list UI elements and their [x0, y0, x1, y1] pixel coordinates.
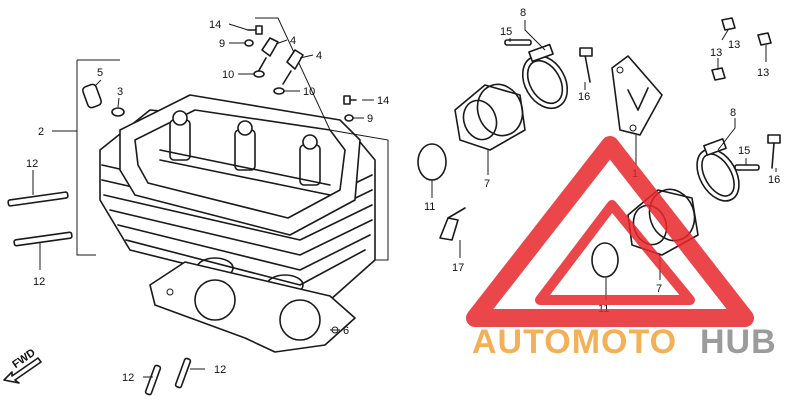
callout-6: 6: [343, 325, 349, 337]
callout-12: 12: [122, 372, 134, 384]
callout-4: 4: [316, 50, 322, 62]
callout-7: 7: [484, 178, 490, 190]
callout-13: 13: [757, 67, 769, 79]
cylinder-head: [99, 94, 376, 301]
callout-8: 8: [730, 107, 736, 119]
callout-17: 17: [452, 262, 464, 274]
callout-16: 16: [578, 91, 590, 103]
callout-8: 8: [520, 7, 526, 19]
callout-14: 14: [209, 19, 221, 31]
callout-11: 11: [424, 201, 435, 213]
fwd-arrow-icon: FWD: [3, 347, 42, 384]
carb-joint-upper: [417, 17, 772, 241]
callout-9: 9: [219, 38, 225, 50]
callout-7: 7: [656, 283, 662, 295]
callout-12: 12: [214, 364, 226, 376]
callout-12: 12: [26, 158, 38, 170]
callout-16: 16: [768, 174, 780, 186]
callout-10: 10: [303, 86, 315, 98]
watermark-word-orange: AUTOMOTO: [472, 323, 677, 361]
studs: [7, 191, 192, 396]
callout-4: 4: [290, 35, 296, 47]
watermark-word-gray: HUB: [700, 323, 777, 361]
part-2-bracket: [52, 17, 389, 261]
head-gasket: [149, 261, 356, 353]
callout-labels: 14 9 4 4 10 10 5 3 2 14 9 12 12 12 12 6 …: [26, 7, 780, 384]
callout-9: 9: [367, 113, 373, 125]
callout-12: 12: [33, 276, 45, 288]
watermark-logo: AUTOMOTO HUB: [466, 136, 777, 361]
callout-10: 10: [222, 69, 234, 81]
callout-2: 2: [38, 126, 44, 138]
callout-15: 15: [500, 26, 512, 38]
callout-14: 14: [377, 95, 389, 107]
callout-13: 13: [710, 47, 722, 59]
callout-13: 13: [728, 39, 740, 51]
valve-small-parts: [81, 25, 357, 122]
callout-15: 15: [738, 145, 750, 157]
callout-3: 3: [117, 86, 123, 98]
callout-5: 5: [97, 67, 103, 79]
